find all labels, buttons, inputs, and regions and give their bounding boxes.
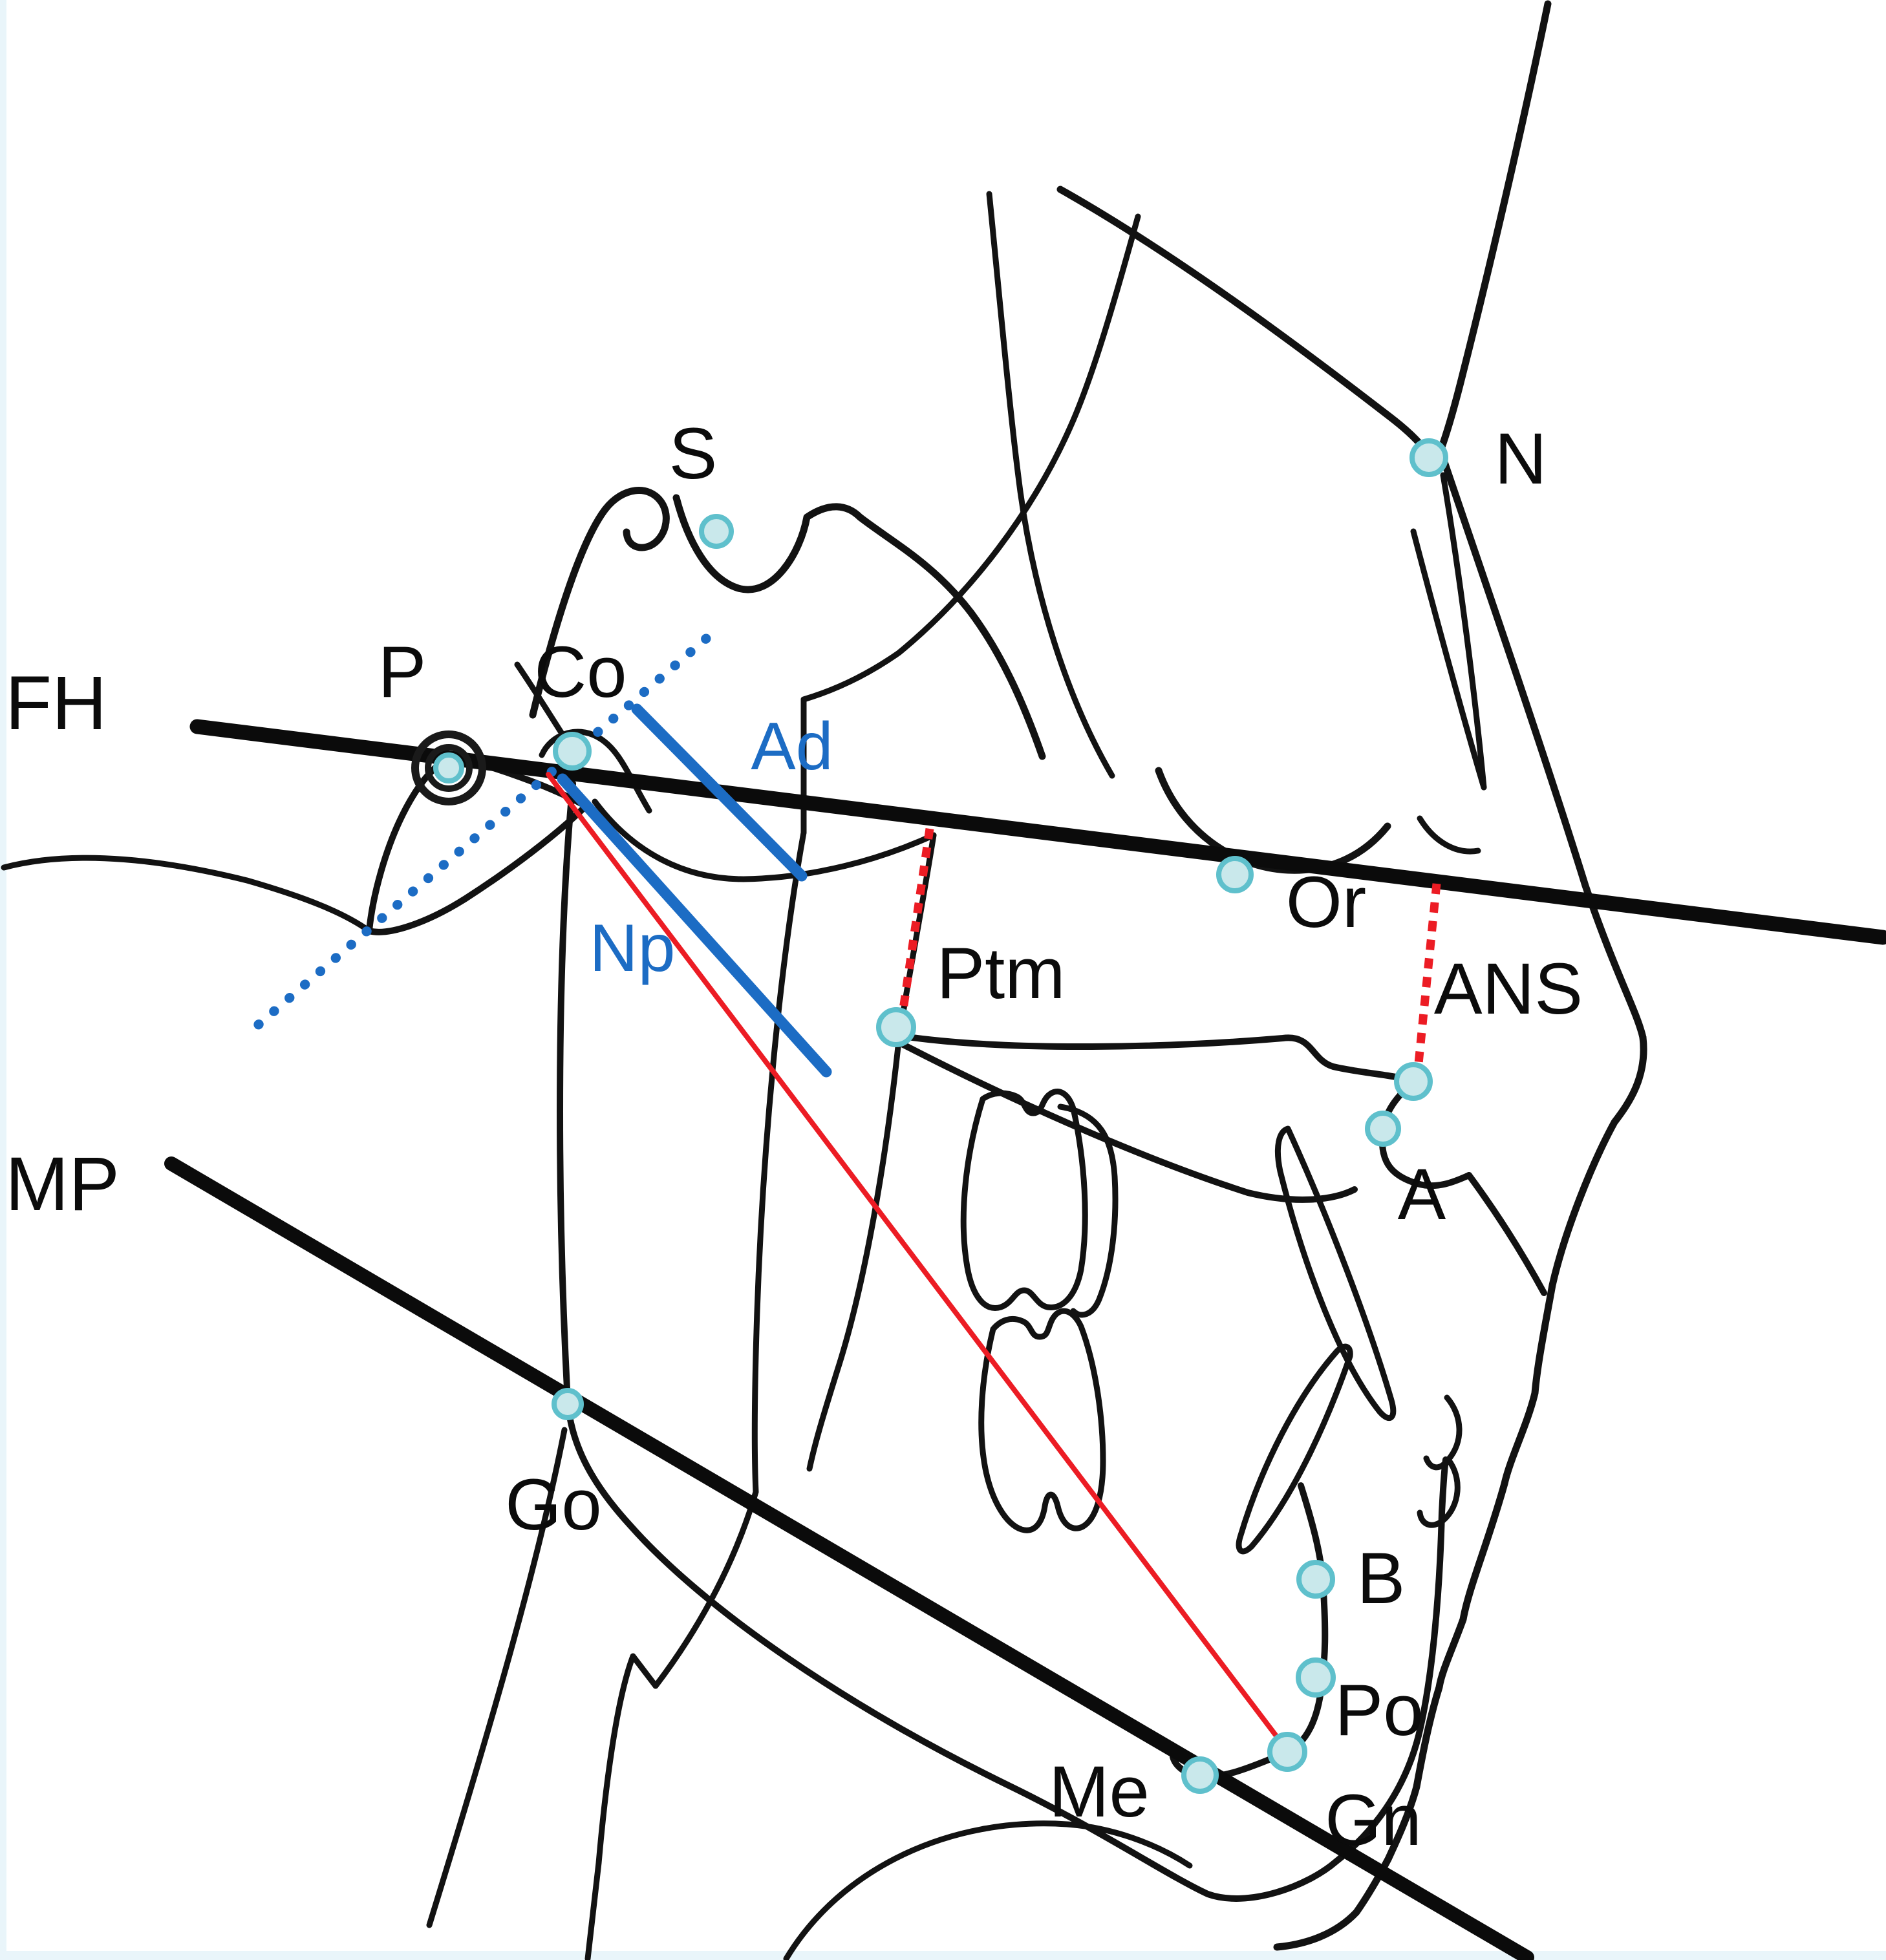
lower-molar <box>978 1308 1106 1533</box>
palatal-plane-line <box>895 1032 1417 1084</box>
Co-Gn-line <box>546 772 1286 1748</box>
a-point-curve <box>1378 1078 1472 1189</box>
line-label-MP: MP <box>5 1142 120 1227</box>
landmark-A-label: A <box>1398 1154 1446 1235</box>
landmark-Or-label: Or <box>1286 862 1366 943</box>
throat-line <box>783 1820 1193 1960</box>
landmark-Po-label: Po <box>1335 1670 1424 1751</box>
landmark-B-label: B <box>1357 1538 1406 1619</box>
landmark-ANS-point <box>1394 1062 1433 1101</box>
mandible-outline <box>557 780 1449 1902</box>
skull-base-left-line <box>1 855 372 934</box>
incisal-tip-lower <box>1417 1456 1461 1528</box>
posterior-neck-line <box>426 1427 568 1928</box>
lower-incisor <box>1236 1343 1353 1555</box>
landmark-P-inner-ring <box>425 744 473 792</box>
anterior-ramus-line <box>806 832 937 1472</box>
scan-edge-bottom <box>0 1951 1886 1960</box>
landmark-P-point <box>433 752 464 783</box>
nasal-bone-front <box>1440 472 1487 791</box>
cranium-inner-line <box>1056 186 1433 460</box>
landmark-P-outer-ring <box>411 730 486 805</box>
landmark-Gn-label: Gn <box>1325 1780 1421 1860</box>
landmark-N-label: N <box>1495 418 1547 499</box>
landmark-Or-point <box>1216 856 1254 893</box>
landmark-Co-point <box>553 732 592 771</box>
zygoma-curve <box>1417 815 1481 855</box>
landmark-A-point <box>1365 1111 1401 1147</box>
scan-edge-left <box>0 0 6 1960</box>
landmark-Me-point <box>1181 1756 1219 1794</box>
upper-molar-2 <box>1057 1103 1119 1318</box>
landmark-Go-label: Go <box>505 1464 601 1545</box>
landmark-Me-label: Me <box>1049 1751 1150 1832</box>
sella-floor-curve <box>672 494 1046 760</box>
upper-lip-ridge <box>1466 1172 1547 1296</box>
Ptm-vertical-dotted <box>895 828 934 1032</box>
upper-incisor <box>1274 1125 1397 1422</box>
Ad-line <box>631 703 808 882</box>
ANS-vertical-dotted <box>1411 883 1441 1090</box>
upper-molar-1 <box>960 1089 1088 1311</box>
nasal-bone-back <box>1410 528 1487 791</box>
line-label-Ad: Ad <box>751 709 833 784</box>
line-label-FH: FH <box>5 661 107 746</box>
cranial-base-curve-2 <box>800 213 1141 836</box>
line-label-Np: Np <box>590 911 676 986</box>
landmark-Co-label: Co <box>534 632 627 712</box>
landmark-S-point <box>699 514 734 549</box>
Np-line <box>557 773 832 1078</box>
head-outline <box>1 0 1647 1960</box>
MP-line <box>164 1156 1534 1960</box>
incisal-tip-upper <box>1423 1394 1463 1471</box>
landmark-ANS-label: ANS <box>1434 948 1583 1029</box>
pharynx-neck-line <box>584 829 807 1960</box>
condylar-axis-dotted <box>250 634 711 1033</box>
landmark-Go-point <box>552 1388 584 1420</box>
landmark-Ptm-point <box>876 1007 916 1047</box>
soft-tissue-profile <box>1273 1034 1647 1951</box>
landmark-P-label: P <box>378 632 427 712</box>
landmark-S-label: S <box>669 413 718 494</box>
nose-bridge-line <box>1437 447 1647 1041</box>
landmark-N-point <box>1409 438 1448 477</box>
sigmoid-notch-curve <box>592 798 937 882</box>
sella-anterior-hook <box>529 487 670 719</box>
cranium-outer-line <box>1437 0 1552 454</box>
cranial-base-curve-1 <box>986 191 1115 779</box>
landmark-Po-point <box>1296 1657 1336 1698</box>
landmark-B-point <box>1296 1560 1335 1599</box>
maxilla-lower-curve <box>899 1041 1358 1203</box>
landmark-Ptm-label: Ptm <box>936 933 1065 1014</box>
landmark-Gn-point <box>1267 1732 1307 1772</box>
